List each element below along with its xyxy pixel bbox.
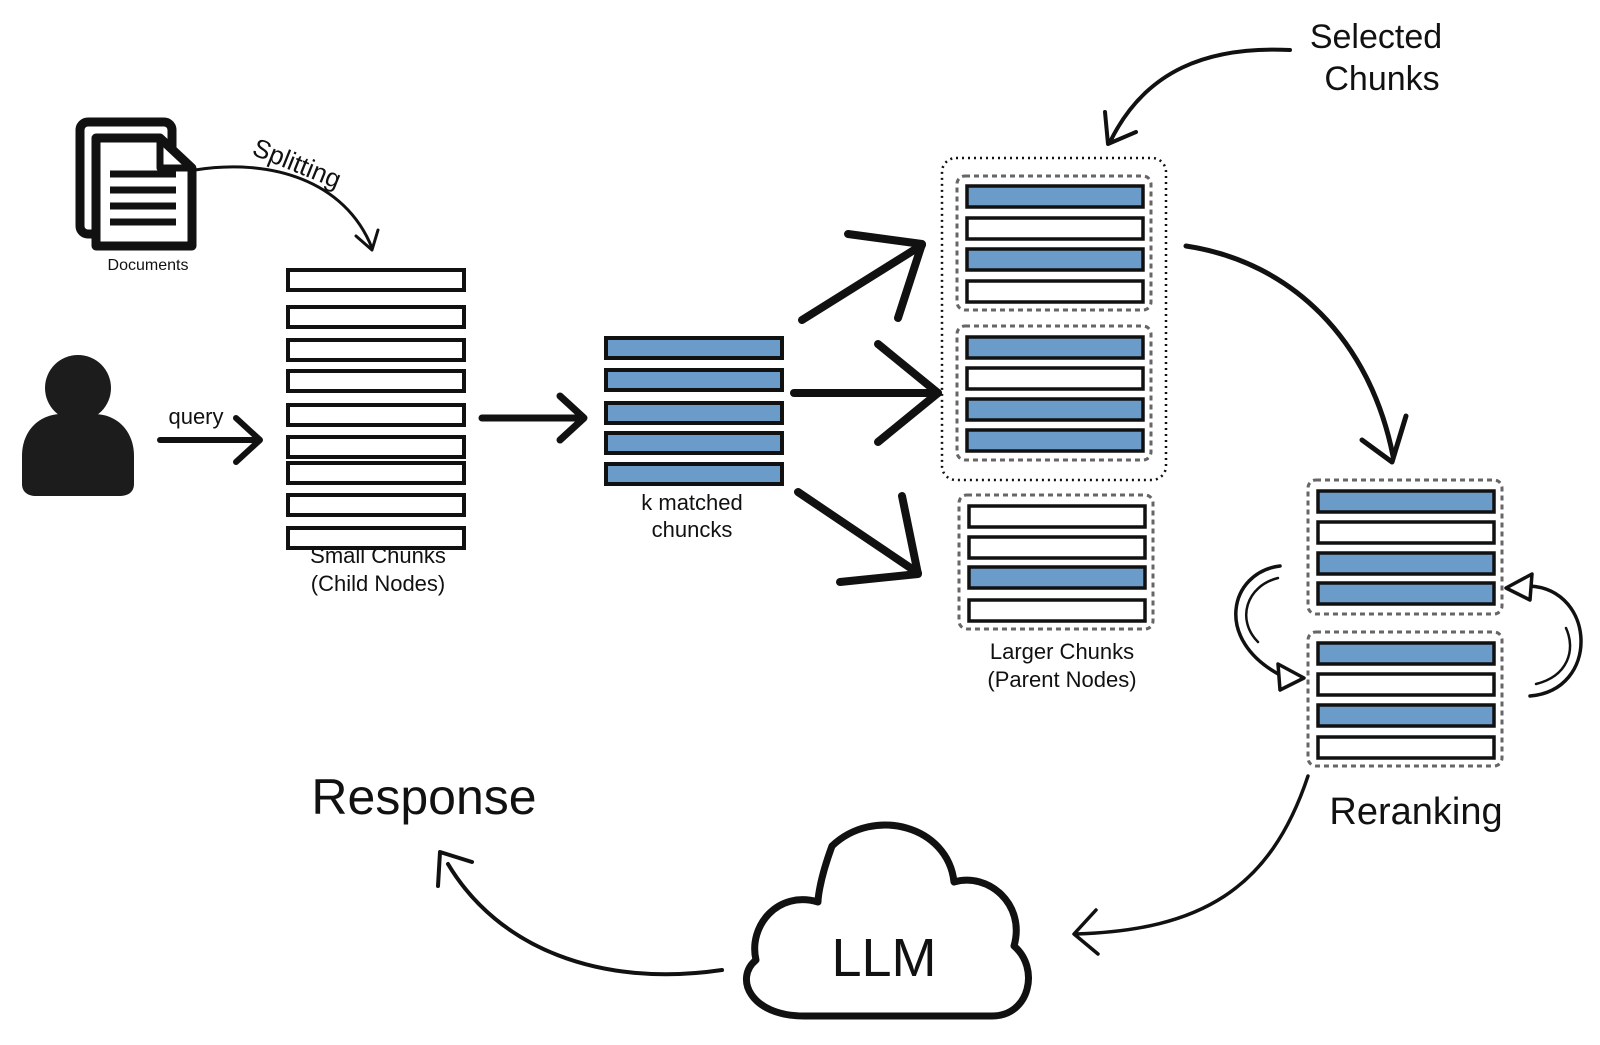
larger-chunk-1-bar-1 — [965, 184, 1145, 209]
k-matched-label-line2: chuncks — [652, 517, 733, 542]
user-icon — [22, 355, 134, 496]
splitting-label: Splitting — [249, 132, 346, 194]
rerank-swap-left-arrow — [1234, 564, 1306, 692]
reranked-1-bar-3 — [1316, 551, 1496, 576]
larger-chunks-label-line2: (Parent Nodes) — [987, 667, 1136, 692]
documents-label: Documents — [108, 257, 189, 274]
llm-label: LLM — [831, 928, 936, 988]
reranked-1-bar-1 — [1316, 489, 1496, 514]
to-llm-arrow — [1072, 774, 1310, 956]
fan-arrow-up — [798, 230, 926, 324]
larger-chunk-group-1 — [965, 184, 1145, 304]
selected-chunks-label-line1: Selected — [1310, 18, 1442, 56]
reranked-1-bar-2 — [1316, 520, 1496, 545]
reranked-group-1 — [1316, 489, 1496, 606]
reranked-1-bar-4 — [1316, 581, 1496, 606]
larger-chunk-box-1 — [955, 174, 1153, 312]
matched-chunk-1 — [604, 336, 784, 360]
larger-chunk-group-3 — [967, 504, 1147, 623]
larger-chunk-3-bar-3 — [967, 565, 1147, 590]
reranked-group-2 — [1316, 641, 1496, 760]
larger-chunk-3-bar-2 — [967, 535, 1147, 560]
query-arrow — [157, 415, 263, 465]
small-chunk-2 — [286, 305, 466, 329]
query-label: query — [168, 404, 223, 429]
cloud-icon — [743, 821, 1032, 1020]
larger-chunk-1-bar-3 — [965, 247, 1145, 272]
larger-chunk-3-bar-4 — [967, 598, 1147, 623]
matched-chunk-2 — [604, 368, 784, 392]
small-chunks-stack — [286, 268, 466, 550]
small-chunks-label-line2: (Child Nodes) — [311, 571, 446, 596]
larger-chunks-label-line1: Larger Chunks — [990, 639, 1134, 664]
reranked-2-bar-4 — [1316, 735, 1496, 760]
larger-chunk-3-bar-1 — [967, 504, 1147, 529]
k-matched-label-line1: k matched — [641, 490, 743, 515]
matched-chunk-5 — [604, 462, 784, 486]
matched-chunk-4 — [604, 431, 784, 455]
small-chunk-1 — [286, 268, 466, 292]
matched-chunk-3 — [604, 401, 784, 425]
selected-chunks-label-line2: Chunks — [1324, 60, 1439, 98]
documents-icon — [75, 117, 197, 251]
k-matched-stack — [604, 336, 784, 486]
fan-arrow-middle — [790, 340, 942, 446]
small-chunk-8 — [286, 493, 466, 517]
larger-chunk-2-bar-1 — [965, 335, 1145, 360]
to-reranking-arrow — [1183, 243, 1409, 465]
larger-chunk-2-bar-4 — [965, 428, 1145, 453]
selected-chunks-outline — [940, 156, 1168, 482]
larger-chunk-group-2 — [965, 335, 1145, 453]
small-chunk-7 — [286, 461, 466, 485]
larger-chunk-box-2 — [955, 324, 1153, 462]
reranked-box-1 — [1306, 478, 1504, 616]
larger-chunk-2-bar-3 — [965, 397, 1145, 422]
small-chunk-3 — [286, 338, 466, 362]
response-label: Response — [311, 769, 536, 825]
to-response-arrow — [436, 850, 724, 977]
larger-chunk-box-3 — [957, 493, 1155, 631]
reranked-box-2 — [1306, 630, 1504, 768]
splitting-arrow — [193, 165, 380, 252]
selected-chunks-arrow — [1103, 47, 1292, 146]
larger-chunk-1-bar-2 — [965, 216, 1145, 241]
small-chunk-9 — [286, 526, 466, 550]
small-chunks-label-line1: Small Chunks — [310, 543, 446, 568]
match-arrow — [478, 392, 588, 444]
small-chunk-6 — [286, 435, 466, 459]
reranked-2-bar-2 — [1316, 672, 1496, 697]
larger-chunk-2-bar-2 — [965, 366, 1145, 391]
reranking-label: Reranking — [1329, 791, 1502, 833]
small-chunk-4 — [286, 369, 466, 393]
fan-arrow-down — [794, 488, 922, 586]
reranked-2-bar-1 — [1316, 641, 1496, 666]
small-chunk-5 — [286, 403, 466, 427]
rerank-swap-right-arrow — [1504, 572, 1583, 698]
larger-chunk-1-bar-4 — [965, 279, 1145, 304]
reranked-2-bar-3 — [1316, 703, 1496, 728]
